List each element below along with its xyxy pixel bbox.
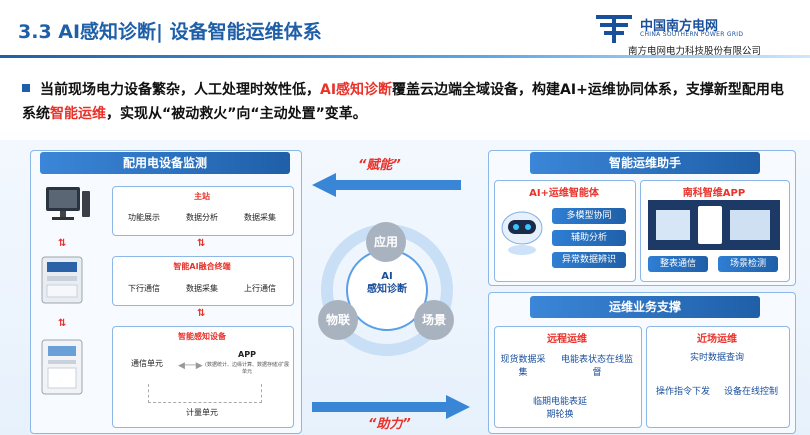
- agent-item-assist: 辅助分析: [552, 230, 626, 246]
- master-station-title: 主站: [194, 192, 210, 201]
- app-screenshot-icon: [648, 200, 780, 250]
- meter-connector: [148, 384, 262, 403]
- agent-item-multimodel: 多模型协同: [552, 208, 626, 224]
- intro-paragraph: 当前现场电力设备繁杂，人工处理时效性低，AI感知诊断覆盖云边端全域设备，构建AI…: [22, 78, 792, 126]
- node-scene: 场景: [414, 300, 454, 340]
- sensor-meter-unit: 计量单元: [186, 408, 218, 417]
- left-panel-title: 配用电设备监测: [40, 152, 290, 174]
- flow-arrow-2-icon: ⇅: [197, 308, 206, 319]
- terminal-box: [112, 256, 294, 306]
- app-item-comm: 整表通信: [648, 256, 708, 272]
- header-divider: [0, 55, 810, 58]
- header: 3.3 AI感知诊断| 设备智能运维体系 中国南方电网 CHINA SOUTHE…: [0, 0, 810, 62]
- agent-title: AI+运维智能体: [529, 188, 599, 199]
- remote-item-rotation: 临期电能表延期轮换: [532, 397, 587, 420]
- master-station-box: [112, 186, 294, 236]
- logo-text-en: CHINA SOUTHERN POWER GRID: [640, 31, 744, 38]
- app-item-detect: 场景检测: [718, 256, 778, 272]
- page-title: 3.3 AI感知诊断| 设备智能运维体系: [18, 21, 322, 43]
- sensor-title: 智能感知设备: [178, 332, 226, 341]
- intro-highlight-1: AI感知诊断: [320, 82, 393, 98]
- support-label: “助力”: [368, 417, 411, 432]
- near-item-control: 设备在线控制: [724, 387, 779, 397]
- remote-item-monitor: 电能表状态在线监督: [560, 355, 633, 378]
- app-title: 南科智维APP: [682, 188, 746, 199]
- sensor-box: [112, 326, 294, 428]
- near-box: [646, 326, 790, 428]
- remote-title: 远程运维: [547, 334, 587, 345]
- ai-core-label: AI 感知诊断: [367, 271, 407, 295]
- terminal-item-down: 下行通信: [128, 284, 160, 293]
- comm-app-arrow-icon: ◀──▶: [178, 361, 203, 371]
- master-item-collect: 数据采集: [244, 213, 276, 222]
- flow-arrow-1-icon: ⇅: [197, 238, 206, 249]
- computer-icon: [46, 187, 90, 220]
- remote-box: [494, 326, 642, 428]
- near-item-command: 操作指令下发: [656, 387, 711, 397]
- master-item-display: 功能展示: [128, 213, 160, 222]
- master-item-analysis: 数据分析: [186, 213, 218, 222]
- terminal-item-collect: 数据采集: [186, 284, 218, 293]
- link-arrow-1-icon: ⇅: [58, 238, 67, 249]
- intro-text-1: 当前现场电力设备繁杂，人工处理时效性低，: [40, 82, 320, 98]
- intro-text-2: 覆盖云边端全域设备，构建AI+运维协同体系，支撑新型配用电系统: [22, 82, 784, 122]
- csg-logo-icon: [596, 15, 632, 43]
- sensor-app-title: APP: [238, 350, 256, 359]
- intro-text-3: ，实现从“被动救火”向“主动处置”变革。: [106, 106, 367, 122]
- smart-meter-icon: [41, 339, 83, 395]
- node-application: 应用: [366, 222, 406, 262]
- logo-text-cn: 中国南方电网: [640, 19, 719, 34]
- empower-label: “赋能”: [358, 158, 401, 173]
- terminal-item-up: 上行通信: [244, 284, 276, 293]
- empower-arrow-icon: [312, 173, 461, 197]
- support-title: 运维业务支撑: [530, 296, 760, 318]
- node-iot: 物联: [318, 300, 358, 340]
- near-title: 近场运维: [697, 334, 737, 345]
- near-item-query: 实时数据查询: [690, 353, 745, 363]
- sensor-app-desc: (数据统计、边缘计算、数据存储)扩展单元: [205, 362, 289, 375]
- link-arrow-2-icon: ⇅: [58, 318, 67, 329]
- assistant-title: 智能运维助手: [530, 152, 760, 174]
- ai-cycle-ring: [321, 224, 453, 356]
- bullet-icon: [22, 84, 30, 92]
- agent-item-anomaly: 异常数据辨识: [552, 252, 626, 268]
- remote-item-spot: 现货数据采集: [500, 355, 546, 378]
- support-arrow-icon: [312, 395, 470, 419]
- terminal-title: 智能AI融合终端: [173, 262, 231, 271]
- terminal-device-icon: [41, 256, 83, 304]
- sensor-comm-unit: 通信单元: [131, 359, 163, 368]
- company-name: 南方电网电力科技股份有限公司: [628, 46, 762, 57]
- intro-highlight-2: 智能运维: [50, 106, 106, 122]
- robot-icon: [501, 211, 543, 255]
